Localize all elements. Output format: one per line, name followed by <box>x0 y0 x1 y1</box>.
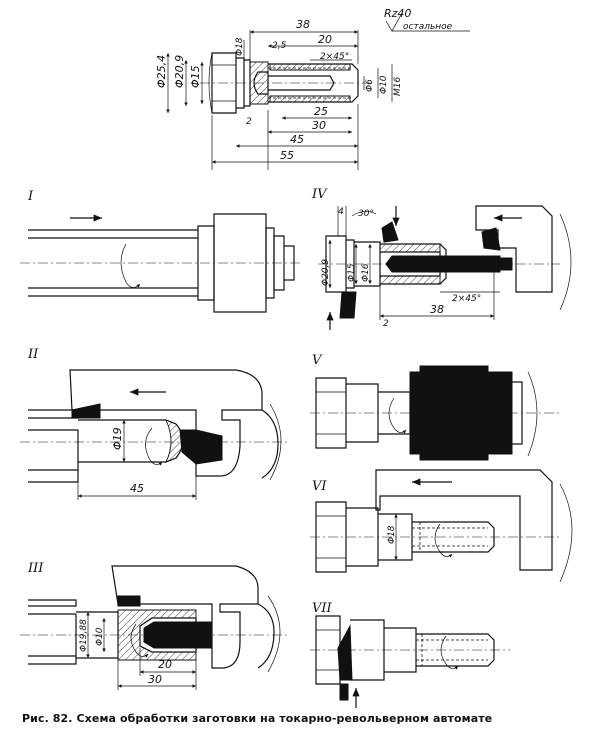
dim-d18: Φ18 <box>235 37 245 56</box>
op6-label: VI <box>312 479 327 494</box>
roughness-value: Rz40 <box>384 7 411 20</box>
roughness-note: остальное <box>403 22 453 32</box>
dim-45: 45 <box>290 133 304 146</box>
operation-2: II Φ19 45 <box>20 347 290 500</box>
dim-20: 20 <box>318 33 332 46</box>
part-drawing: Rz40 остальное Φ25,4 Φ20,9 Φ15 Φ18 Φ6 Φ1… <box>155 7 470 170</box>
op3-dim-30: 30 <box>148 673 162 686</box>
op3-label: III <box>27 561 44 576</box>
operation-7: VII <box>310 601 510 708</box>
dim-d15: Φ15 <box>189 65 202 88</box>
operation-5: V <box>310 353 560 461</box>
operation-4: IV 4 30° Φ20,9 Φ15 Φ16 38 2 <box>311 187 572 330</box>
op3-dim-d10: Φ10 <box>95 627 105 646</box>
dim-38: 38 <box>296 18 310 31</box>
figure-caption: Рис. 82. Схема обработки заготовки на то… <box>22 712 493 725</box>
dim-55: 55 <box>280 149 294 162</box>
op4-dim-d20-9: Φ20,9 <box>321 259 331 286</box>
op1-label: I <box>27 189 34 204</box>
op2-dim-d19: Φ19 <box>111 427 124 450</box>
dim-m16: M16 <box>393 77 403 96</box>
dim-2: 2 <box>246 117 252 127</box>
op4-dim-d16: Φ16 <box>361 263 371 282</box>
op2-dim-45: 45 <box>130 482 144 495</box>
op4-dim-angle: 30° <box>358 209 374 219</box>
dim-2-5: 2,5 <box>272 41 287 51</box>
op4-dim-4: 4 <box>338 207 344 217</box>
op4-label: IV <box>311 187 328 202</box>
op6-dim-d18: Φ18 <box>387 525 397 544</box>
dim-30: 30 <box>312 119 326 132</box>
dim-d10: Φ10 <box>379 75 389 94</box>
op2-label: II <box>27 347 39 362</box>
op4-dim-chamfer: 2×45° <box>452 294 481 304</box>
op7-label: VII <box>312 601 333 616</box>
op5-label: V <box>312 353 323 368</box>
operation-1: I <box>20 189 300 313</box>
op3-dim-20: 20 <box>158 658 172 671</box>
dim-d6: Φ6 <box>365 79 375 92</box>
operation-6: VI Φ18 <box>310 469 573 583</box>
op3-dim-d19-88: Φ19,88 <box>79 619 89 652</box>
op4-dim-2: 2 <box>383 319 389 329</box>
dim-25: 25 <box>314 105 328 118</box>
dim-d20-9: Φ20,9 <box>173 55 186 88</box>
dim-d25-4: Φ25,4 <box>155 55 168 88</box>
op4-dim-d15: Φ15 <box>347 263 357 282</box>
operation-3: III Φ19,88 Φ10 20 30 <box>20 561 290 690</box>
dim-chamfer: 2×45° <box>320 52 349 62</box>
op4-dim-38: 38 <box>430 303 444 316</box>
